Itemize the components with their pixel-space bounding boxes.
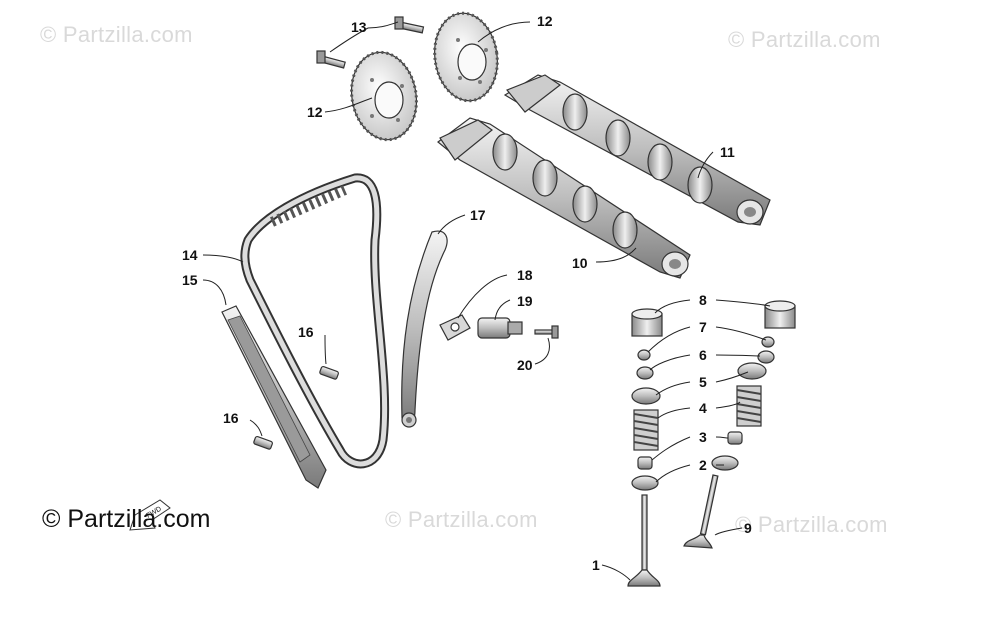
chain-tensioner (477, 317, 523, 339)
valve-spring (633, 409, 659, 451)
valve-shim (637, 349, 651, 361)
exhaust-valve (683, 474, 719, 549)
guide-pin (253, 435, 273, 450)
forward-arrow-icon: FWD (129, 499, 171, 531)
cam-sprocket-front (350, 50, 418, 142)
chain-tensioner-guide (401, 230, 448, 428)
watermark: © Partzilla.com (735, 512, 888, 537)
callout-13: 13 (351, 19, 367, 35)
callout-2: 2 (699, 457, 707, 473)
callout-17: 17 (470, 207, 486, 223)
watermark: © Partzilla.com (385, 507, 538, 532)
callout-1: 1 (592, 557, 600, 573)
callout-15: 15 (182, 272, 198, 288)
spring-retainer (737, 362, 767, 380)
valve-bucket (631, 308, 663, 337)
callout-14: 14 (182, 247, 198, 263)
spring-seat (711, 455, 739, 471)
valve-stem-seal (727, 431, 743, 445)
callout-6: 6 (699, 347, 707, 363)
callout-20: 20 (517, 357, 533, 373)
camshaft-exhaust (503, 74, 771, 226)
callout-16: 16 (223, 410, 239, 426)
callout-8: 8 (699, 292, 707, 308)
callout-3: 3 (699, 429, 707, 445)
tensioner-bolt (534, 325, 559, 339)
callout-10: 10 (572, 255, 588, 271)
leader-lines (202, 21, 771, 581)
guide-pin (319, 365, 339, 380)
valve-shim (761, 336, 775, 348)
copyright-text: © Partzilla.com (42, 505, 211, 533)
valve-stem-seal (637, 456, 653, 470)
timing-chain (240, 173, 390, 469)
spring-seat (631, 475, 659, 491)
callout-5: 5 (699, 374, 707, 390)
valve-bucket (764, 300, 796, 329)
sprocket-bolt (394, 16, 425, 34)
tensioner-gasket (439, 314, 471, 341)
callout-9: 9 (744, 520, 752, 536)
cam-sprocket-rear (433, 11, 499, 103)
callout-12: 12 (537, 13, 553, 29)
valve-keeper (636, 366, 654, 380)
callout-12: 12 (307, 104, 323, 120)
callout-4: 4 (699, 400, 707, 416)
chain-guide-fixed (221, 305, 327, 489)
callout-7: 7 (699, 319, 707, 335)
callout-16: 16 (298, 324, 314, 340)
valve-keeper (757, 350, 775, 364)
watermark: © Partzilla.com (40, 22, 193, 47)
valve-spring (736, 385, 762, 427)
camshaft-intake (437, 117, 691, 279)
sprocket-bolt (316, 50, 346, 69)
intake-valve (627, 494, 661, 587)
callout-19: 19 (517, 293, 533, 309)
callout-18: 18 (517, 267, 533, 283)
watermark: © Partzilla.com (728, 27, 881, 52)
spring-retainer (631, 387, 661, 405)
callout-11: 11 (720, 144, 735, 160)
